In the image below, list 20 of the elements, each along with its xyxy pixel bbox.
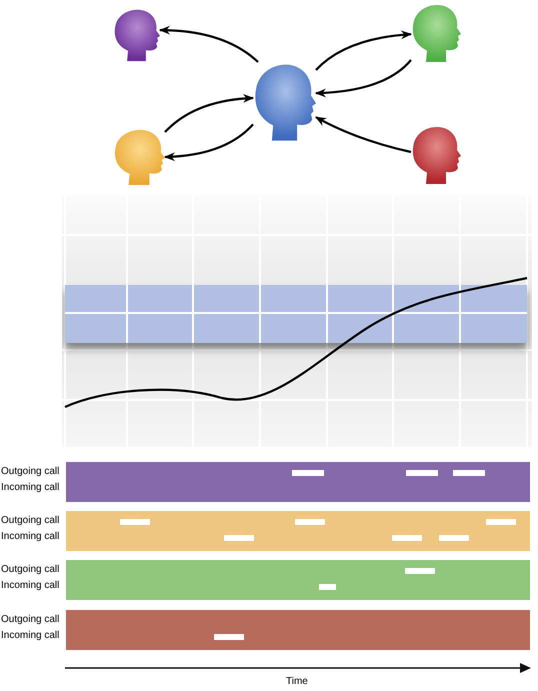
arrow [315,116,412,154]
person-head-icon [411,3,461,63]
row-label: Incoming call [1,580,60,592]
arrow [164,94,254,133]
axis-label: Time [286,676,308,688]
person-head-icon [253,62,316,142]
row-label: Incoming call [1,482,60,494]
row-label: Outgoing call [1,614,60,626]
row-label: Outgoing call [1,515,60,527]
arrow [314,59,412,98]
person-head-icon [113,8,160,62]
row-label: Outgoing call [1,466,60,478]
person-head-icon [113,128,165,186]
row-label: Incoming call [1,630,60,642]
row-label: Incoming call [1,531,60,543]
arrow [158,26,259,63]
row-label: Outgoing call [1,564,60,576]
arrow [164,124,254,161]
person-head-icon [411,125,461,185]
arrow [315,30,412,71]
